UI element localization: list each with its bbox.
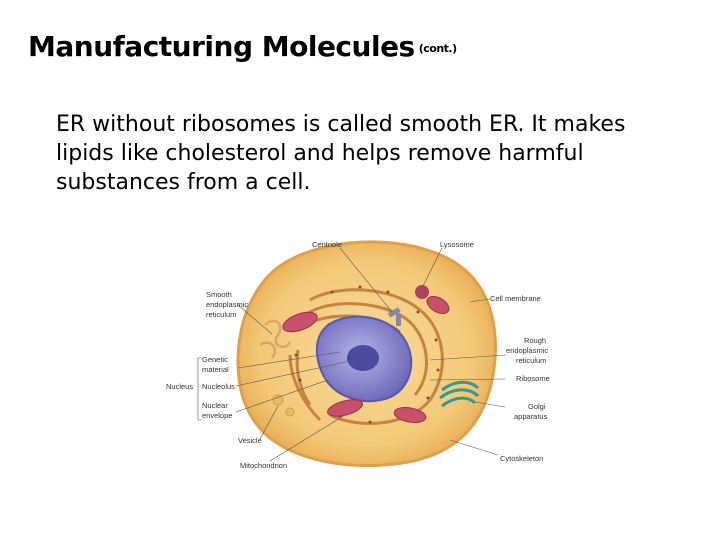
label-vesicle: Vesicle bbox=[238, 436, 262, 445]
label-rough-er-1: Rough bbox=[524, 336, 546, 345]
label-cell-membrane: Cell membrane bbox=[490, 294, 541, 303]
label-smooth-er-2: endoplasmic bbox=[206, 300, 248, 309]
slide-title-text: Manufacturing Molecules bbox=[28, 30, 415, 63]
label-mitochondrion: Mitochondrion bbox=[240, 461, 287, 470]
label-genetic-material-2: material bbox=[202, 365, 229, 374]
lysosome-shape bbox=[415, 285, 429, 299]
label-nucleolus: Nucleolus bbox=[202, 382, 235, 391]
slide-body-text: ER without ribosomes is called smooth ER… bbox=[56, 112, 626, 195]
label-ribosome: Ribosome bbox=[516, 374, 550, 383]
label-smooth-er-3: reticulum bbox=[206, 310, 236, 319]
label-genetic-material-1: Genetic bbox=[202, 355, 228, 364]
vesicle-shapes bbox=[272, 394, 295, 417]
label-centriole: Centriole bbox=[312, 240, 342, 249]
nucleolus-shape bbox=[347, 345, 379, 371]
smooth-er-shape bbox=[259, 319, 292, 359]
label-leader-lines bbox=[197, 247, 507, 462]
slide-title: Manufacturing Molecules(cont.) bbox=[28, 30, 457, 63]
label-golgi-2: apparatus bbox=[514, 412, 548, 421]
label-lysosome: Lysosome bbox=[440, 240, 474, 249]
label-nucleus: Nucleus bbox=[166, 382, 193, 391]
label-cytoskeleton: Cytoskeleton bbox=[500, 454, 543, 463]
label-nuclear-envelope-2: envelope bbox=[202, 411, 232, 420]
label-rough-er-2: endoplasmic bbox=[506, 346, 548, 355]
slide-title-suffix: (cont.) bbox=[418, 41, 457, 55]
golgi-shape bbox=[439, 380, 480, 408]
label-smooth-er-1: Smooth bbox=[206, 290, 232, 299]
mitochondria-shapes bbox=[282, 295, 450, 423]
centriole-shape bbox=[387, 307, 401, 326]
label-golgi-1: Golgi bbox=[528, 402, 546, 411]
label-rough-er-3: reticulum bbox=[516, 356, 546, 365]
animal-cell-diagram: Centriole Lysosome Smooth endoplasmic re… bbox=[166, 240, 550, 470]
label-nuclear-envelope-1: Nuclear bbox=[202, 401, 228, 410]
